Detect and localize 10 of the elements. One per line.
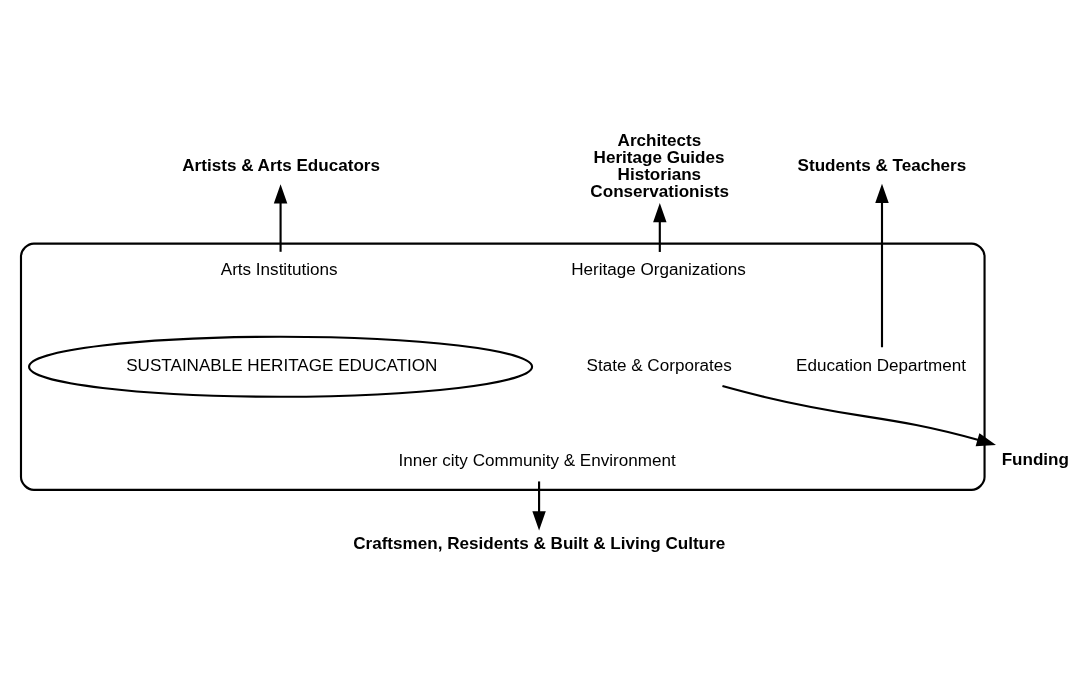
node-text: Inner city Community & Environment <box>398 450 676 470</box>
node-text: Architects Heritage Guides Historians Conservationists <box>590 130 729 201</box>
node-text: Students & Teachers <box>797 155 967 175</box>
node-text: Funding <box>1001 449 1069 469</box>
node-text: Arts Institutions <box>220 259 338 279</box>
node-text: Craftsmen, Residents & Built & Living Culture <box>353 533 726 553</box>
node-text: Heritage Organizations <box>571 259 746 279</box>
node-text: State & Corporates <box>586 355 732 375</box>
node-text: Education Department <box>796 355 966 375</box>
node-text: Artists & Arts Educators <box>182 155 381 175</box>
